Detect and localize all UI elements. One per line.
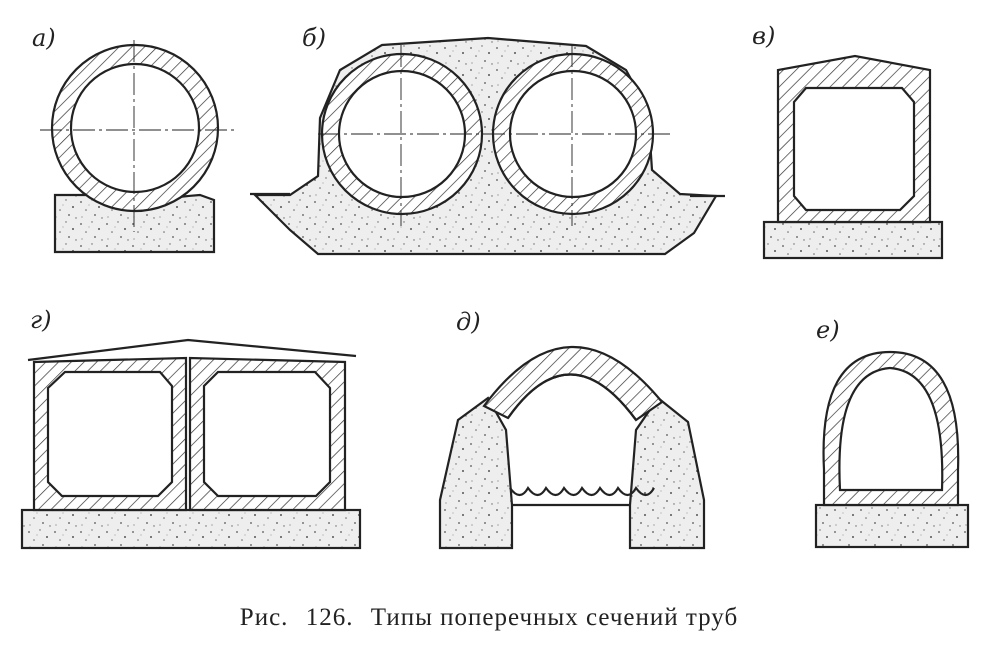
section-d-right-abutment: [628, 396, 706, 550]
section-v-box-bore: [792, 86, 916, 212]
section-d-arch-culvert: [438, 345, 706, 550]
section-d-arch-ring: [482, 345, 664, 422]
section-g-footing: [20, 508, 362, 550]
section-g-double-box: [20, 338, 362, 550]
label-v: в): [752, 22, 776, 50]
label-d: д): [456, 308, 481, 336]
caption-prefix: Рис.: [239, 604, 289, 631]
section-g-left-bore: [46, 370, 174, 498]
caption-number: 126.: [305, 604, 354, 631]
section-v-box-culvert: [762, 54, 944, 260]
section-a-circular-pipe: [40, 40, 236, 254]
caption-text: Типы поперечных сечений труб: [370, 604, 739, 631]
section-a-pipe-bore: [69, 62, 201, 194]
label-a: а): [32, 24, 56, 52]
section-g-right-bore: [202, 370, 332, 498]
section-e-ovoid-bore: [838, 366, 944, 492]
section-d-bore-top: [507, 373, 637, 421]
label-e: е): [816, 316, 840, 344]
section-g-top-slab: [27, 338, 357, 362]
section-e-ovoid-culvert: [814, 350, 970, 549]
section-b-twin-pipes: [250, 36, 725, 256]
label-b: б): [302, 24, 327, 52]
section-e-footing: [814, 503, 970, 549]
section-v-footing: [762, 220, 944, 260]
section-d-invert-tray: [509, 485, 655, 497]
figure-caption: Рис. 126. Типы поперечных сечений труб: [0, 604, 988, 632]
label-g: г): [30, 306, 52, 334]
section-d-left-abutment: [438, 396, 514, 550]
